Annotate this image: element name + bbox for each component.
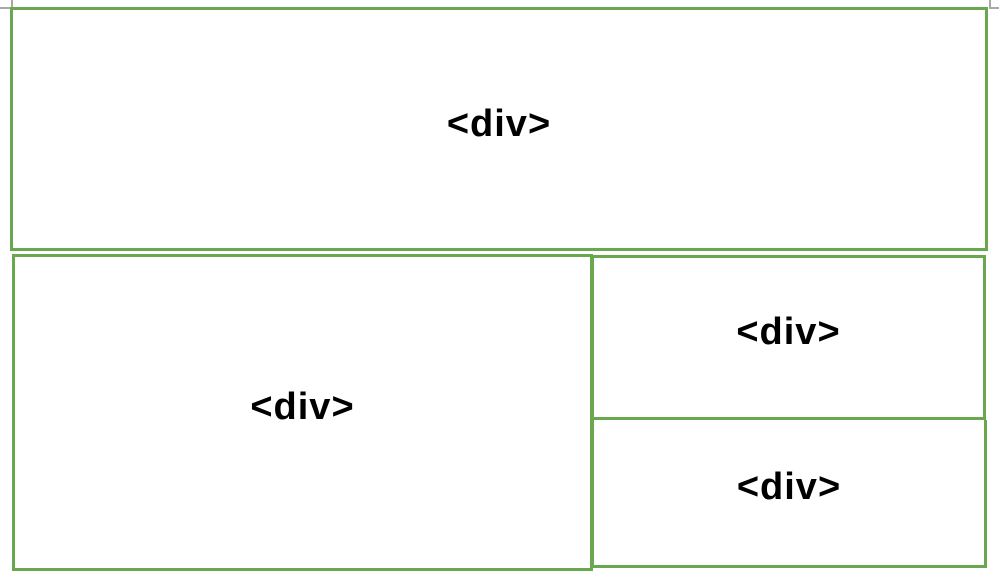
div-box-right-top-label: <div> — [736, 311, 841, 353]
div-box-top: <div> — [10, 7, 988, 251]
div-box-top-label: <div> — [446, 102, 552, 145]
grid-mark-top-right-vertical — [989, 0, 991, 8]
div-box-bottom-left-label: <div> — [250, 386, 355, 428]
div-box-right-top: <div> — [591, 255, 986, 420]
grid-mark-top-left-vertical — [11, 0, 13, 8]
div-box-right-bottom: <div> — [591, 420, 987, 568]
div-box-right-bottom-label: <div> — [736, 466, 842, 508]
grid-mark-top-right-horizontal — [989, 7, 999, 9]
div-box-bottom-left: <div> — [12, 254, 593, 571]
grid-mark-top-left-horizontal — [0, 7, 11, 9]
